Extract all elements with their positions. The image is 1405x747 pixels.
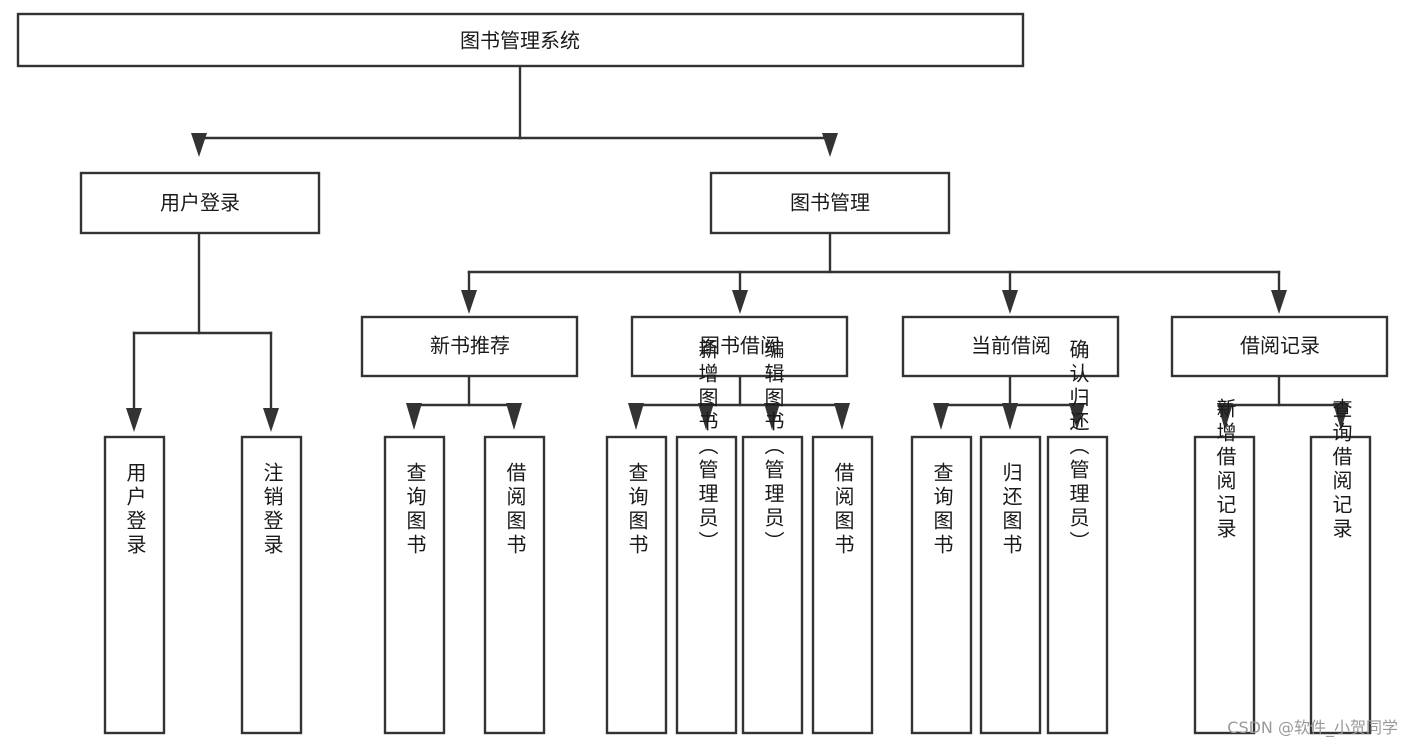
node-new-book-recommend-box[interactable]: [360, 315, 579, 378]
arrowhead-leaf-user-login: [126, 408, 142, 432]
arrowhead-bb-leaf-1: [628, 403, 644, 430]
node-leaf-bb-4[interactable]: 借阅图书: [811, 435, 874, 735]
node-leaf-bb-3[interactable]: 编辑图书（管理员）: [741, 339, 804, 735]
node-leaf-nbr-2-box[interactable]: [483, 435, 546, 735]
node-root[interactable]: 图书管理系统: [16, 12, 1025, 68]
node-user-login-box[interactable]: [79, 171, 321, 235]
node-leaf-nbr-1[interactable]: 查询图书: [383, 435, 446, 735]
connector-group-book-borrow: [628, 374, 850, 430]
connector-group-current-borrow: [933, 374, 1085, 430]
node-leaf-br-1-label: 新增借阅记录: [1213, 398, 1237, 542]
node-current-borrow-label: 当前借阅: [971, 334, 1051, 358]
node-borrow-record-label: 借阅记录: [1240, 334, 1320, 358]
node-leaf-nbr-2[interactable]: 借阅图书: [483, 435, 546, 735]
node-leaf-user-login-1-label: 用户登录: [123, 462, 147, 558]
node-leaf-cb-2-label: 归还图书: [999, 462, 1023, 558]
node-leaf-cb-1[interactable]: 查询图书: [910, 435, 973, 735]
arrowhead-nbr-leaf-2: [506, 403, 522, 430]
node-user-login-label: 用户登录: [160, 191, 240, 215]
arrowhead-borrow-record: [1271, 290, 1287, 314]
node-leaf-bb-3-label: 编辑图书（管理员）: [761, 339, 785, 555]
arrowhead-leaf-logout: [263, 408, 279, 432]
arrowhead-new-book-recommend: [461, 290, 477, 314]
arrowhead-bb-leaf-4: [834, 403, 850, 430]
node-user-login[interactable]: 用户登录: [79, 171, 321, 235]
node-leaf-user-login-2[interactable]: 注销登录: [240, 435, 303, 735]
node-leaf-bb-2-label: 新增图书（管理员）: [695, 339, 719, 555]
arrowhead-cb-leaf-2: [1002, 403, 1018, 430]
node-root-box[interactable]: [16, 12, 1025, 68]
node-leaf-bb-4-box[interactable]: [811, 435, 874, 735]
node-leaf-cb-3[interactable]: 确认归还（管理员）: [1046, 339, 1109, 735]
node-leaf-bb-1-box[interactable]: [605, 435, 668, 735]
node-book-manage[interactable]: 图书管理: [709, 171, 951, 235]
arrowhead-cb-leaf-1: [933, 403, 949, 430]
arrowhead-br-leaf-1: [1217, 403, 1233, 430]
node-leaf-user-login-1[interactable]: 用户登录: [103, 435, 166, 735]
node-book-manage-label: 图书管理: [790, 191, 870, 215]
arrowhead-cb-leaf-3: [1069, 403, 1085, 430]
node-leaf-bb-1[interactable]: 查询图书: [605, 435, 668, 735]
arrowhead-current-borrow: [1002, 290, 1018, 314]
node-leaf-cb-3-label: 确认归还（管理员）: [1066, 339, 1090, 555]
node-leaf-cb-1-box[interactable]: [910, 435, 973, 735]
node-leaf-nbr-1-label: 查询图书: [403, 462, 427, 558]
node-borrow-record-box[interactable]: [1170, 315, 1389, 378]
node-leaf-br-2-box[interactable]: [1309, 435, 1372, 735]
arrowhead-bb-leaf-2: [698, 403, 714, 430]
node-leaf-bb-2-box[interactable]: [675, 435, 738, 735]
node-leaf-cb-3-box[interactable]: [1046, 435, 1109, 735]
node-book-manage-box[interactable]: [709, 171, 951, 235]
node-leaf-bb-2[interactable]: 新增图书（管理员）: [675, 339, 738, 735]
node-new-book-recommend[interactable]: 新书推荐: [360, 315, 579, 378]
node-leaf-br-1-box[interactable]: [1193, 435, 1256, 735]
arrowhead-book-borrow: [732, 290, 748, 314]
csdn-watermark: CSDN @软件_小贺同学: [1227, 718, 1398, 738]
node-leaf-br-2-label: 查询借阅记录: [1329, 398, 1353, 542]
node-leaf-user-login-2-box[interactable]: [240, 435, 303, 735]
node-borrow-record[interactable]: 借阅记录: [1170, 315, 1389, 378]
arrowhead-user-login: [191, 133, 207, 157]
node-leaf-bb-4-label: 借阅图书: [831, 462, 855, 558]
connector-group-new-book-recommend: [406, 374, 522, 430]
node-leaf-br-1[interactable]: 新增借阅记录: [1193, 398, 1256, 735]
connector-group-user-login: [126, 231, 279, 432]
node-leaf-cb-2-box[interactable]: [979, 435, 1042, 735]
node-leaf-user-login-2-label: 注销登录: [260, 462, 284, 558]
node-leaf-nbr-1-box[interactable]: [383, 435, 446, 735]
connector-group-book-manage: [461, 231, 1287, 314]
node-leaf-bb-1-label: 查询图书: [625, 462, 649, 558]
node-current-borrow[interactable]: 当前借阅: [901, 315, 1120, 378]
node-book-borrow-label: 图书借阅: [700, 334, 780, 358]
node-leaf-br-2[interactable]: 查询借阅记录: [1309, 398, 1372, 735]
node-leaf-cb-1-label: 查询图书: [930, 462, 954, 558]
node-leaf-cb-2[interactable]: 归还图书: [979, 435, 1042, 735]
arrowhead-bb-leaf-3: [764, 403, 780, 430]
connector-group-root: [191, 64, 838, 157]
node-root-label: 图书管理系统: [460, 29, 580, 53]
node-book-borrow[interactable]: 图书借阅: [630, 315, 849, 378]
node-book-borrow-box[interactable]: [630, 315, 849, 378]
node-leaf-user-login-1-box[interactable]: [103, 435, 166, 735]
node-new-book-recommend-label: 新书推荐: [430, 334, 510, 358]
node-current-borrow-box[interactable]: [901, 315, 1120, 378]
connector-group-borrow-record: [1217, 374, 1349, 430]
node-leaf-bb-3-box[interactable]: [741, 435, 804, 735]
arrowhead-book-manage: [822, 133, 838, 157]
node-leaf-nbr-2-label: 借阅图书: [503, 462, 527, 558]
arrowhead-nbr-leaf-1: [406, 403, 422, 430]
arrowhead-br-leaf-2: [1333, 403, 1349, 430]
